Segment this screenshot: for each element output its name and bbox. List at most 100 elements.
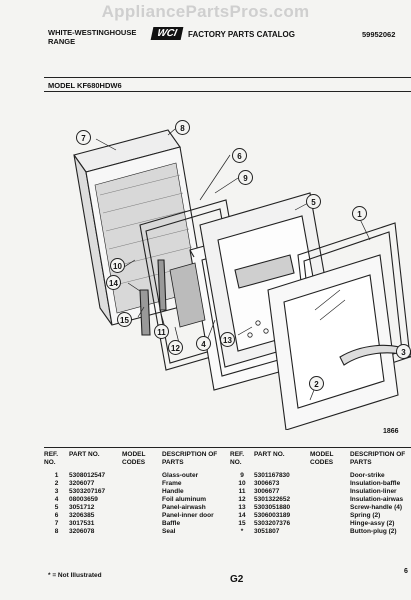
- row-part: 3006677: [254, 488, 280, 495]
- row-part: 3051712: [69, 504, 95, 511]
- footnote: * = Not Illustrated: [48, 572, 102, 579]
- row-ref: 13: [238, 504, 246, 511]
- row-desc: Panel-airwash: [162, 504, 206, 511]
- row-desc: Insulation-baffle: [350, 480, 401, 487]
- row-model: [310, 488, 350, 496]
- hinge-assembly: [139, 259, 167, 336]
- row-ref: 9: [240, 472, 244, 479]
- header-desc: DESCRIPTION OF PARTS: [350, 451, 406, 466]
- row-desc: Button-plug (2): [350, 528, 397, 535]
- model-rule-top: [44, 77, 411, 78]
- row-model: [310, 496, 350, 504]
- callout-1: 1: [352, 206, 367, 221]
- callout-12: 12: [168, 340, 183, 355]
- row-part: 3017531: [69, 520, 95, 527]
- header-model: MODEL CODES: [122, 451, 146, 466]
- page-edge-mark: 6: [404, 568, 408, 575]
- row-ref: 8: [54, 528, 59, 535]
- table-header-row: REF. NO. PART NO. MODEL CODES DESCRIPTIO…: [230, 451, 410, 467]
- row-model: [122, 512, 162, 520]
- callout-3: 3: [396, 344, 411, 359]
- callout-2: 2: [309, 376, 324, 391]
- table-row: 13 5303051880 Screw-handle (4): [230, 504, 410, 512]
- row-part: 3206385: [69, 512, 95, 519]
- row-ref: 5: [54, 504, 59, 511]
- row-desc: Insulation-liner: [350, 488, 397, 495]
- row-part: 5301322652: [254, 496, 291, 503]
- row-desc: Frame: [162, 480, 182, 487]
- row-ref: 11: [238, 488, 246, 495]
- callout-14: 14: [106, 275, 121, 290]
- row-desc: Screw-handle (4): [350, 504, 403, 511]
- row-part: 5303051880: [254, 504, 291, 511]
- brand-block: WHITE-WESTINGHOUSE RANGE: [48, 28, 136, 46]
- handle: [339, 344, 411, 366]
- callout-10: 10: [110, 258, 125, 273]
- row-desc: Hinge-assy (2): [350, 520, 395, 527]
- row-part: 5301167830: [254, 472, 290, 479]
- table-rule-top: [44, 447, 411, 448]
- row-desc: Panel-inner door: [162, 512, 214, 519]
- product-type: RANGE: [48, 37, 76, 46]
- model-rule-bottom: [44, 91, 411, 92]
- row-model: [310, 480, 350, 488]
- row-model: [310, 528, 350, 536]
- row-desc: Seal: [162, 528, 176, 535]
- screws: [247, 320, 269, 338]
- row-ref: 3: [54, 488, 59, 495]
- row-desc: Insulation-airwas: [350, 496, 404, 503]
- row-ref: 6: [54, 512, 59, 519]
- callout-5: 5: [306, 194, 321, 209]
- row-part: 5306003189: [254, 512, 291, 519]
- row-desc: Baffle: [162, 520, 181, 527]
- callout-6: 6: [232, 148, 247, 163]
- insulation-liner: [169, 262, 206, 328]
- row-model: [122, 504, 162, 512]
- parts-table-left: REF. NO. PART NO. MODEL CODES DESCRIPTIO…: [44, 451, 232, 536]
- callout-8: 8: [175, 120, 190, 135]
- row-desc: Handle: [162, 488, 184, 495]
- row-ref: 2: [54, 480, 59, 487]
- row-part: 5303207376: [254, 520, 291, 527]
- header-model: MODEL CODES: [310, 451, 334, 466]
- callout-11: 11: [154, 324, 169, 339]
- row-part: 3206077: [69, 480, 95, 487]
- row-model: [122, 488, 162, 496]
- header-part: PART NO.: [69, 451, 100, 458]
- table-row: 14 5306003189 Spring (2): [230, 512, 410, 520]
- row-ref: *: [240, 528, 244, 535]
- parts-table-right: REF. NO. PART NO. MODEL CODES DESCRIPTIO…: [230, 451, 410, 536]
- row-model: [122, 520, 162, 528]
- row-model: [310, 520, 350, 528]
- row-part: 08003659: [69, 496, 98, 503]
- row-part: 5303207167: [69, 488, 106, 495]
- header-ref: REF. NO.: [230, 451, 245, 466]
- row-ref: 14: [238, 512, 246, 519]
- row-desc: Foil aluminum: [162, 496, 207, 503]
- header-desc: DESCRIPTION OF PARTS: [162, 451, 218, 466]
- row-model: [310, 472, 350, 480]
- row-ref: 7: [54, 520, 59, 527]
- watermark: AppliancePartsPros.com: [101, 2, 310, 21]
- row-model: [122, 472, 162, 480]
- table-row: 11 3006677 Insulation-liner: [230, 488, 410, 496]
- row-model: [122, 480, 162, 488]
- row-part: 5308012547: [69, 472, 106, 479]
- row-desc: Spring (2): [350, 512, 381, 519]
- table-row: 5 3051712 Panel-airwash: [44, 504, 232, 512]
- catalog-title: FACTORY PARTS CATALOG: [188, 30, 295, 39]
- callout-4: 4: [196, 336, 211, 351]
- row-model: [310, 512, 350, 520]
- wci-logo: WCI: [150, 27, 184, 40]
- callout-9: 9: [238, 170, 253, 185]
- header-ref: REF. NO.: [44, 451, 59, 466]
- header-part: PART NO.: [254, 451, 285, 458]
- exploded-door-diagram: [73, 128, 411, 430]
